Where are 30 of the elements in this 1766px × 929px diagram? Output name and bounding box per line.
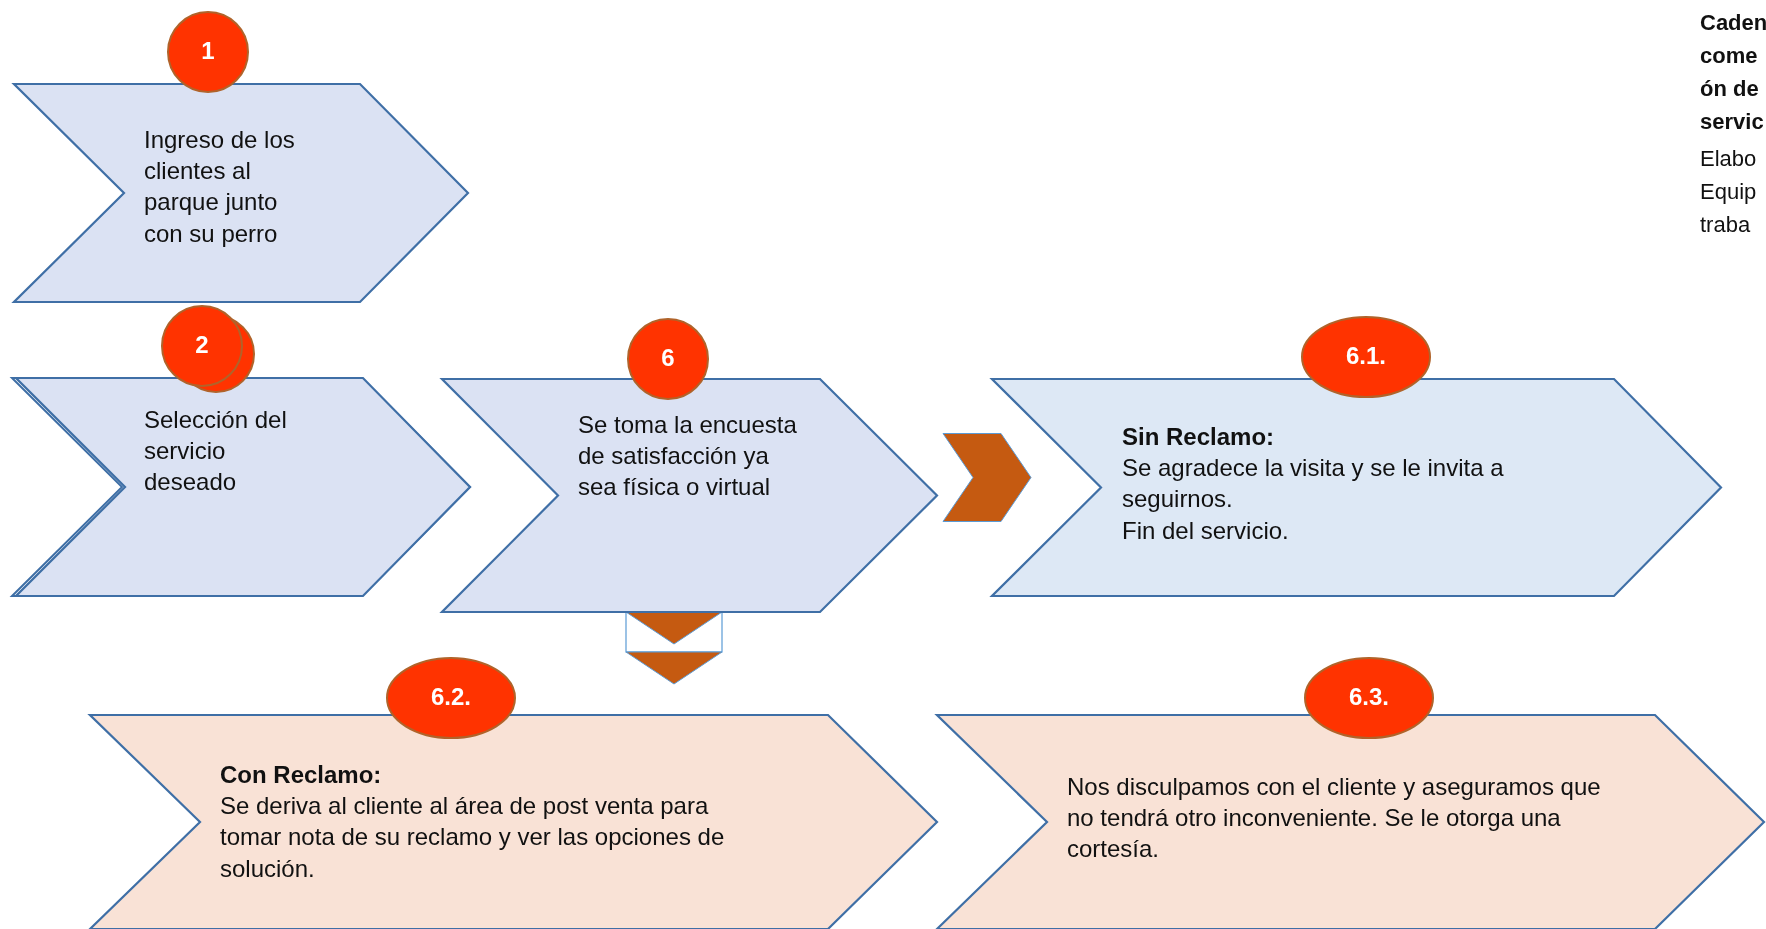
step-text: Se toma la encuesta de satisfacción ya sea física o virtual (578, 410, 798, 503)
chevron-shape (12, 378, 470, 596)
step-number: 6.3. (1348, 683, 1390, 711)
step-text: Nos disculpamos con el cliente y aseguramos que no tendrá otro inconveniente. Se le otorga una cortesía. (1067, 772, 1602, 865)
chevron-shape (442, 379, 937, 612)
chevron-arrow (942, 433, 1032, 522)
step-number: 6 (660, 344, 676, 372)
chevron-shape (14, 84, 468, 302)
step-text: Se agradece la visita y se le invita a seguirnos. (1122, 453, 1505, 515)
step-text: Se deriva al cliente al área de post venta para tomar nota de su reclamo y ver las opciones de solución. (220, 791, 726, 884)
double-chevron-arrow (625, 611, 723, 685)
step-heading: Sin Reclamo: (1122, 422, 1276, 452)
step-number: 2 (194, 331, 210, 359)
step-number: 6.1. (1345, 342, 1387, 370)
chevron-shape (992, 379, 1721, 596)
step-text: Ingreso de los clientes al parque junto con su perro (144, 125, 296, 249)
chevron-shape (90, 715, 937, 929)
number-badge (1305, 658, 1433, 738)
number-badge (168, 12, 248, 92)
number-badge (387, 658, 515, 738)
chevron-shape (937, 715, 1764, 929)
step-number: 6.2. (430, 683, 472, 711)
step-text: Fin del servicio. (1122, 515, 1290, 546)
step-text: Selección del servicio deseado (144, 405, 288, 498)
heading-text: Caden come ón de servic (1700, 9, 1766, 136)
number-badge (1302, 317, 1430, 397)
step-number: 1 (200, 37, 216, 65)
number-badge (628, 319, 708, 399)
step-heading: Con Reclamo: (220, 760, 383, 790)
credit-text: Elabo Equip traba (1700, 145, 1758, 239)
